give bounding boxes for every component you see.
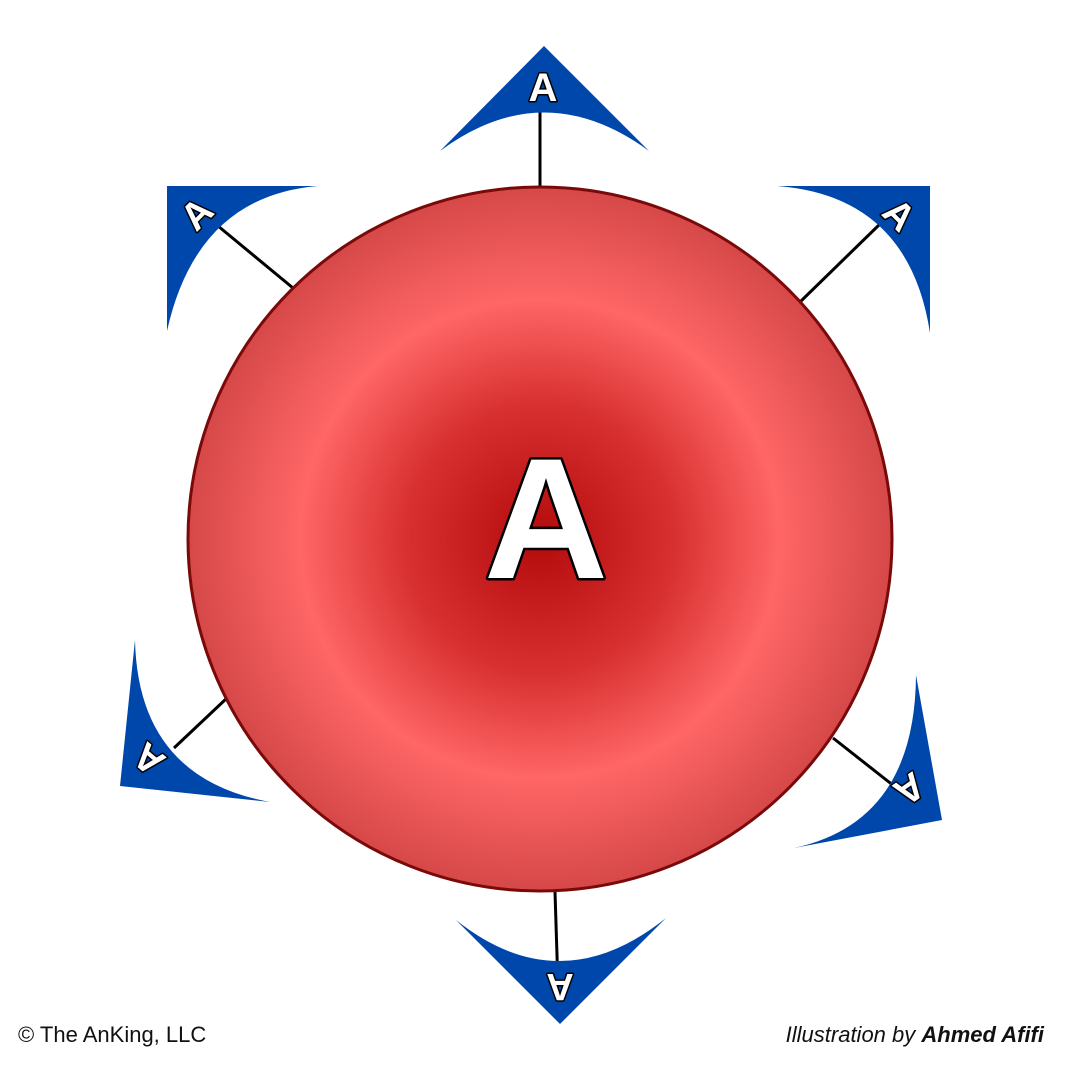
svg-text:A: A [529,66,558,110]
credit-prefix: Illustration by [785,1022,922,1047]
antigen-connectors [172,108,895,988]
copyright-text: © The AnKing, LLC [18,1022,207,1047]
red-blood-cell [186,185,894,893]
credit-author: Ahmed Afifi [921,1022,1044,1047]
svg-text:A: A [546,965,573,1007]
antigen-marker-top-left: A [167,186,318,331]
antigen-marker-top: A [440,46,649,151]
antigen-marker-bottom: A [456,918,666,1024]
illustration-credit: Illustration by Ahmed Afifi [786,1022,1044,1048]
cell-antigen-label: A [484,423,608,615]
